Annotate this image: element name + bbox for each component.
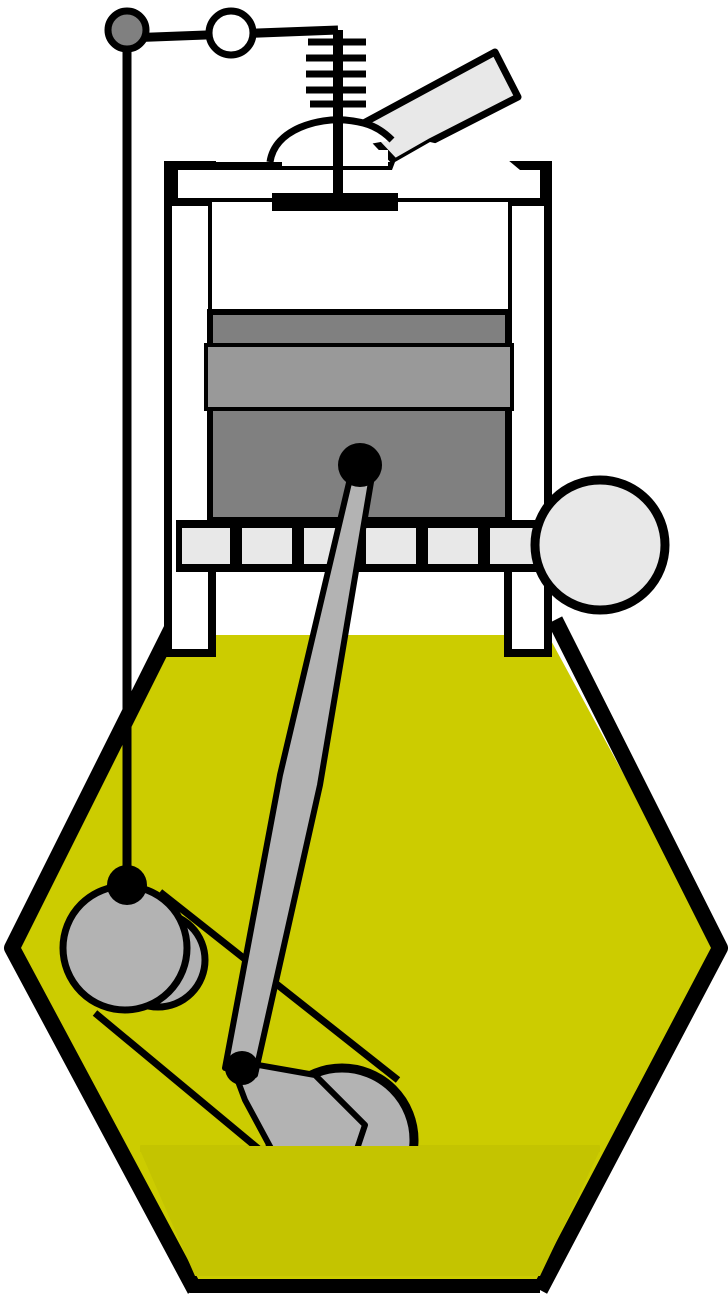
crank-pin <box>225 1051 259 1085</box>
wrist-pin <box>338 443 382 487</box>
oil-level-mask <box>140 1146 600 1152</box>
rocker-arm <box>104 7 339 59</box>
oil-sump-cover <box>140 1150 600 1276</box>
combustion-chamber <box>212 202 508 310</box>
valve-spring <box>306 38 366 108</box>
pushrod-cam-follower <box>107 865 147 905</box>
crankcase-right-wall <box>532 616 728 1294</box>
intake-port <box>356 48 522 170</box>
crankcase-left-wall <box>4 624 203 1294</box>
crankcase-oil-fill <box>15 635 718 1283</box>
rocker-pivot <box>104 7 150 53</box>
rocker-roller <box>205 7 257 59</box>
piston-ring <box>204 343 514 411</box>
exhaust-port-disc <box>530 475 670 615</box>
